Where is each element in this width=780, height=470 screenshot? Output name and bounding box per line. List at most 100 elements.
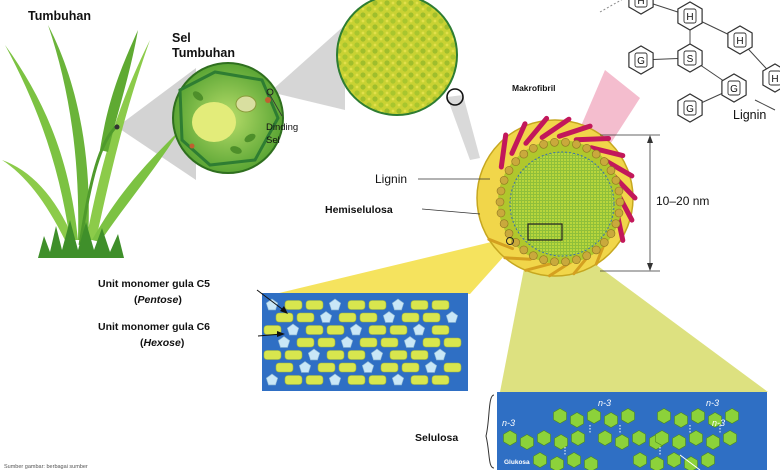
glucose-unit [701,452,715,468]
hexose-unit [401,362,420,373]
plant-grass-base [38,220,124,258]
hemicellulose-bead [550,138,559,147]
plant-leaf [2,160,74,242]
lignin-unit-label: H [736,36,743,47]
label-lignin-mid: Lignin [375,172,407,186]
cell-chloroplast [230,146,242,154]
hemicellulose-panel [256,289,468,391]
hemicellulose-beads [495,138,625,267]
plant-leaf [92,130,180,242]
text-labels: Tumbuhan Sel Tumbuhan Dinding Sel Makrof… [4,9,766,470]
hexose-unit [317,337,336,348]
hemicellulose-bead [614,208,624,218]
hemicellulose-bead [572,255,581,265]
pentose-unit [403,336,417,348]
plant-leaf [5,45,78,240]
label-hemiselulosa: Hemiselulosa [325,204,393,216]
hexose-unit [368,300,387,310]
lignin-spiral [601,157,635,179]
c6-pointer-arrow [277,331,285,337]
glucose-unit [571,430,585,446]
hemicellulose-bead [606,229,616,238]
glucose-unit [708,412,722,428]
pentose-unit [391,373,405,386]
lignin-unit-box [683,100,697,116]
lignin-spiral [498,132,509,170]
dimension-arrow-up [647,135,653,143]
hemicellulose-bead [496,208,506,218]
hemicellulose-bead [499,176,509,185]
hemicellulose-bead [599,157,609,166]
hexose-unit [263,350,282,360]
hemicellulose-bead [528,144,538,153]
lignin-spiral [523,115,550,146]
hemicellulose-bead [519,245,529,255]
hemicellulose-bead [504,229,514,238]
pentose-unit [382,311,396,323]
hexose-unit [305,375,324,385]
lignin-unit-label: G [686,104,694,115]
hexose-unit [284,300,303,310]
glucose-unit [553,408,567,424]
hexose-unit [338,362,357,373]
label-sel: Sel [172,31,191,45]
hexose-unit [443,362,462,373]
glucose-unit [655,430,669,446]
pentose-unit [298,361,312,373]
hemicellulose-bead [611,176,621,185]
hexose-unit [296,312,315,323]
hexose-unit [347,300,366,310]
dinding-leader-line [269,94,283,117]
hexose-unit [389,325,408,335]
hexose-unit [326,350,345,360]
pentose-unit [412,323,426,336]
cell-nucleus [235,95,257,113]
hexose-unit [443,337,462,348]
glucose-unit [657,408,671,424]
zoom-cell-to-wall [270,25,345,110]
label-size: 10–20 nm [656,194,709,208]
cell-wall-zoom-circle [336,0,458,116]
lignin-spiral [509,121,528,156]
fibril-microfibril-grid [509,151,615,257]
hemicellulose-strand [487,237,515,251]
hemicellulose-bead [599,238,609,247]
lignin-bond [754,99,776,111]
hemicellulose-bead [499,219,509,228]
pentose-unit [349,323,363,336]
label-tumbuhan-cell: Tumbuhan [172,46,235,60]
hexose-unit [422,337,441,348]
glucose-unit [570,412,584,428]
hexose-unit [326,325,345,335]
hexose-unit [338,312,357,323]
c5-pointer-arrow [280,306,288,314]
hemicellulose-strand [524,262,552,272]
hemicellulose-bead [615,197,625,207]
lignin-unit-box [683,8,697,24]
cell-organelle [265,97,271,103]
pentose-unit [391,298,405,311]
lignin-unit-box [634,0,648,8]
hemicellulose-bead [528,251,538,260]
label-n3-b: n-3 [706,398,719,408]
hemicellulose-bead [614,186,624,196]
label-n3-a: n-3 [598,398,611,408]
glucose-unit [723,430,737,446]
plant-leaf [48,25,89,240]
lignin-unit-box [733,32,747,48]
glucose-unit [587,408,601,424]
label-lignin-top: Lignin [733,108,766,122]
hemicellulose-bead [495,197,505,207]
glucose-unit [598,430,612,446]
pentose-unit [277,336,291,348]
hexose-unit [431,325,450,335]
hexose-unit [275,362,294,373]
hexose-unit [275,312,294,323]
hexose-unit [431,300,450,310]
zoom-hemicellulose-yellow [275,238,514,294]
pentose-unit [265,298,279,311]
lignin-unit-box [768,70,780,86]
zoom-projection-shapes [117,25,768,392]
